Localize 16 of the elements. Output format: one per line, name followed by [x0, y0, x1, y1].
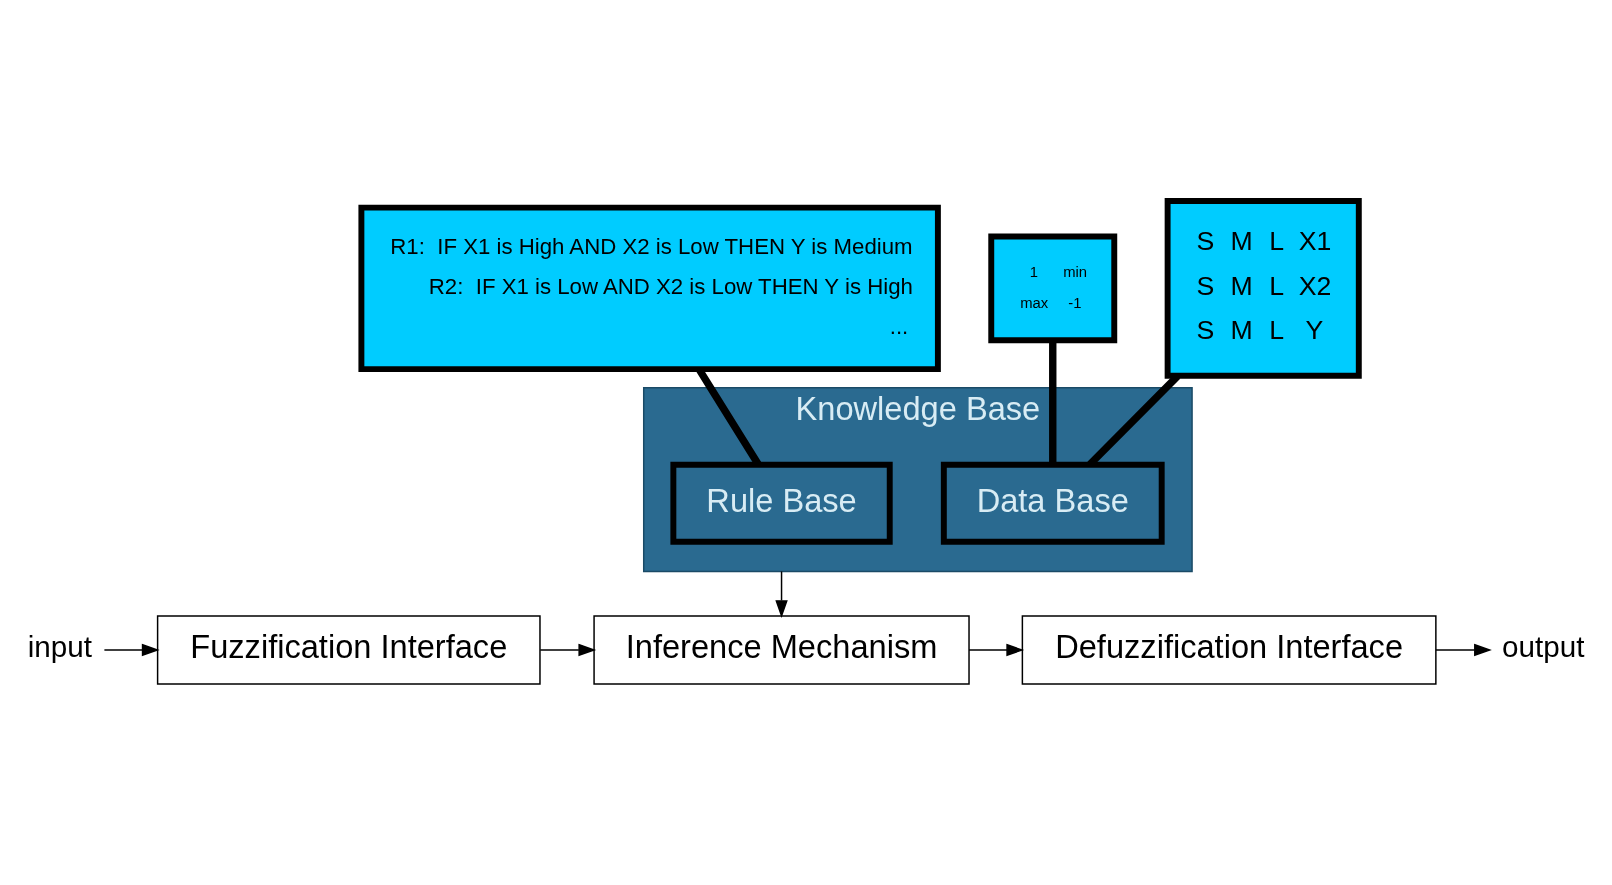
- arrow: [103, 643, 160, 657]
- node-box: S M L X1 S M L X2 S M L Y: [1164, 197, 1362, 379]
- arrow: [775, 570, 788, 618]
- node-box: Data Base: [940, 461, 1165, 545]
- node-box: Defuzzification Interface: [1021, 615, 1437, 685]
- node-text: output: [1502, 630, 1585, 664]
- node-box: Fuzzification Interface: [156, 615, 541, 685]
- node-box: R1: IF X1 is High AND X2 is Low THEN Y is Medium R2: IF X1 is Low AND X2 is Low THEN Y is High ...: [358, 204, 941, 373]
- arrow: [968, 643, 1025, 657]
- arrow: [539, 643, 597, 657]
- connector: [1049, 340, 1057, 465]
- arrow: [1435, 643, 1492, 657]
- node-box: 1 min max -1: [988, 233, 1118, 344]
- node-box: Inference Mechanism: [593, 615, 970, 685]
- node-box: Rule Base: [670, 461, 893, 545]
- node-text: input: [27, 630, 92, 664]
